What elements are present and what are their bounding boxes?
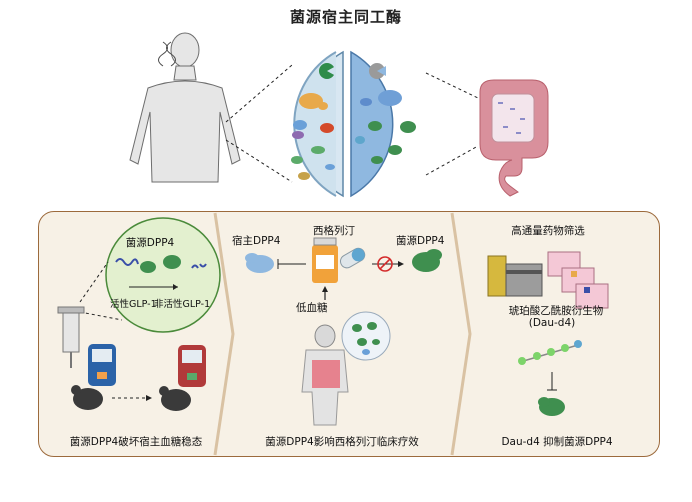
bacteria-cluster-right: [355, 121, 416, 164]
blob-orange-icon: [299, 93, 323, 109]
microbe-bubble: [341, 311, 391, 361]
mouse-after-icon: [159, 386, 191, 411]
syringe-icon: [57, 306, 85, 368]
hypoglycemia-arrow: [322, 286, 328, 300]
figure-title: 菌源宿主同工酶: [289, 8, 402, 26]
progression-arrow: [112, 395, 152, 401]
bacterial-dpp4-target-icon: [538, 397, 565, 416]
molecule-chain-icon: [518, 340, 582, 365]
glp1-conversion-arrow: [129, 284, 178, 290]
enzyme-circle-left: [293, 50, 344, 198]
panel1-caption: 菌源DPP4破坏宿主血糖稳态: [69, 436, 203, 448]
compound-name-label: 琥珀酸乙酰胺衍生物: [508, 305, 604, 317]
blob-blue-right-icon: [378, 90, 402, 106]
bacterial-dpp4-icon: [412, 249, 442, 272]
intestine-icon: [479, 79, 549, 197]
glucometer-high-icon: [178, 345, 206, 387]
glp1-bubble: [105, 217, 221, 333]
panel-divider-chevrons: [213, 212, 472, 456]
blocked-arrow-icon: [372, 256, 404, 272]
human-figure: [129, 32, 241, 183]
dna-helix-icon: [158, 41, 176, 67]
blob-blue-left-icon: [293, 120, 307, 130]
zoom-connector-lines: [225, 64, 479, 183]
glp1-active-peptide-icon: [115, 258, 139, 266]
assay-plate-icons: [547, 251, 609, 309]
compound-code-label: (Dau-d4): [528, 317, 576, 329]
bacterial-dpp4-label: 菌源DPP4: [396, 235, 445, 247]
inactive-glp1-label: 非活性GLP-1: [154, 299, 211, 310]
pill-bottle-icon: [312, 237, 338, 283]
dpp4-protein-icons: [140, 255, 181, 273]
glp1-inactive-peptide-icon: [191, 263, 207, 269]
glucometer-low-icon: [88, 344, 116, 386]
active-glp1-label: 活性GLP-1: [110, 299, 157, 310]
drug-label: 西格列汀: [313, 225, 355, 237]
inhibition-line-host: [277, 259, 306, 269]
screening-machine-icon: [487, 255, 543, 297]
capsule-icon: [339, 247, 366, 269]
host-dpp4-label: 宿主DPP4: [232, 235, 281, 247]
bacteria-cluster-left: [291, 131, 335, 180]
host-dpp4-icon: [245, 253, 274, 273]
blob-red-icon: [320, 123, 334, 133]
panel2-caption: 菌源DPP4影响西格列汀临床疗效: [265, 436, 419, 448]
inhibition-line-daud4: [547, 372, 557, 391]
bubble-connectors: [79, 261, 123, 321]
patient-figure: [301, 324, 349, 426]
hypoglycemia-label: 低血糖: [296, 302, 328, 314]
panel3-caption: Dau-d4 抑制菌源DPP4: [501, 436, 613, 448]
screening-title: 高通量药物筛选: [511, 225, 585, 237]
mouse-before-icon: [71, 385, 103, 410]
glp1-bubble-title: 菌源DPP4: [125, 237, 175, 249]
